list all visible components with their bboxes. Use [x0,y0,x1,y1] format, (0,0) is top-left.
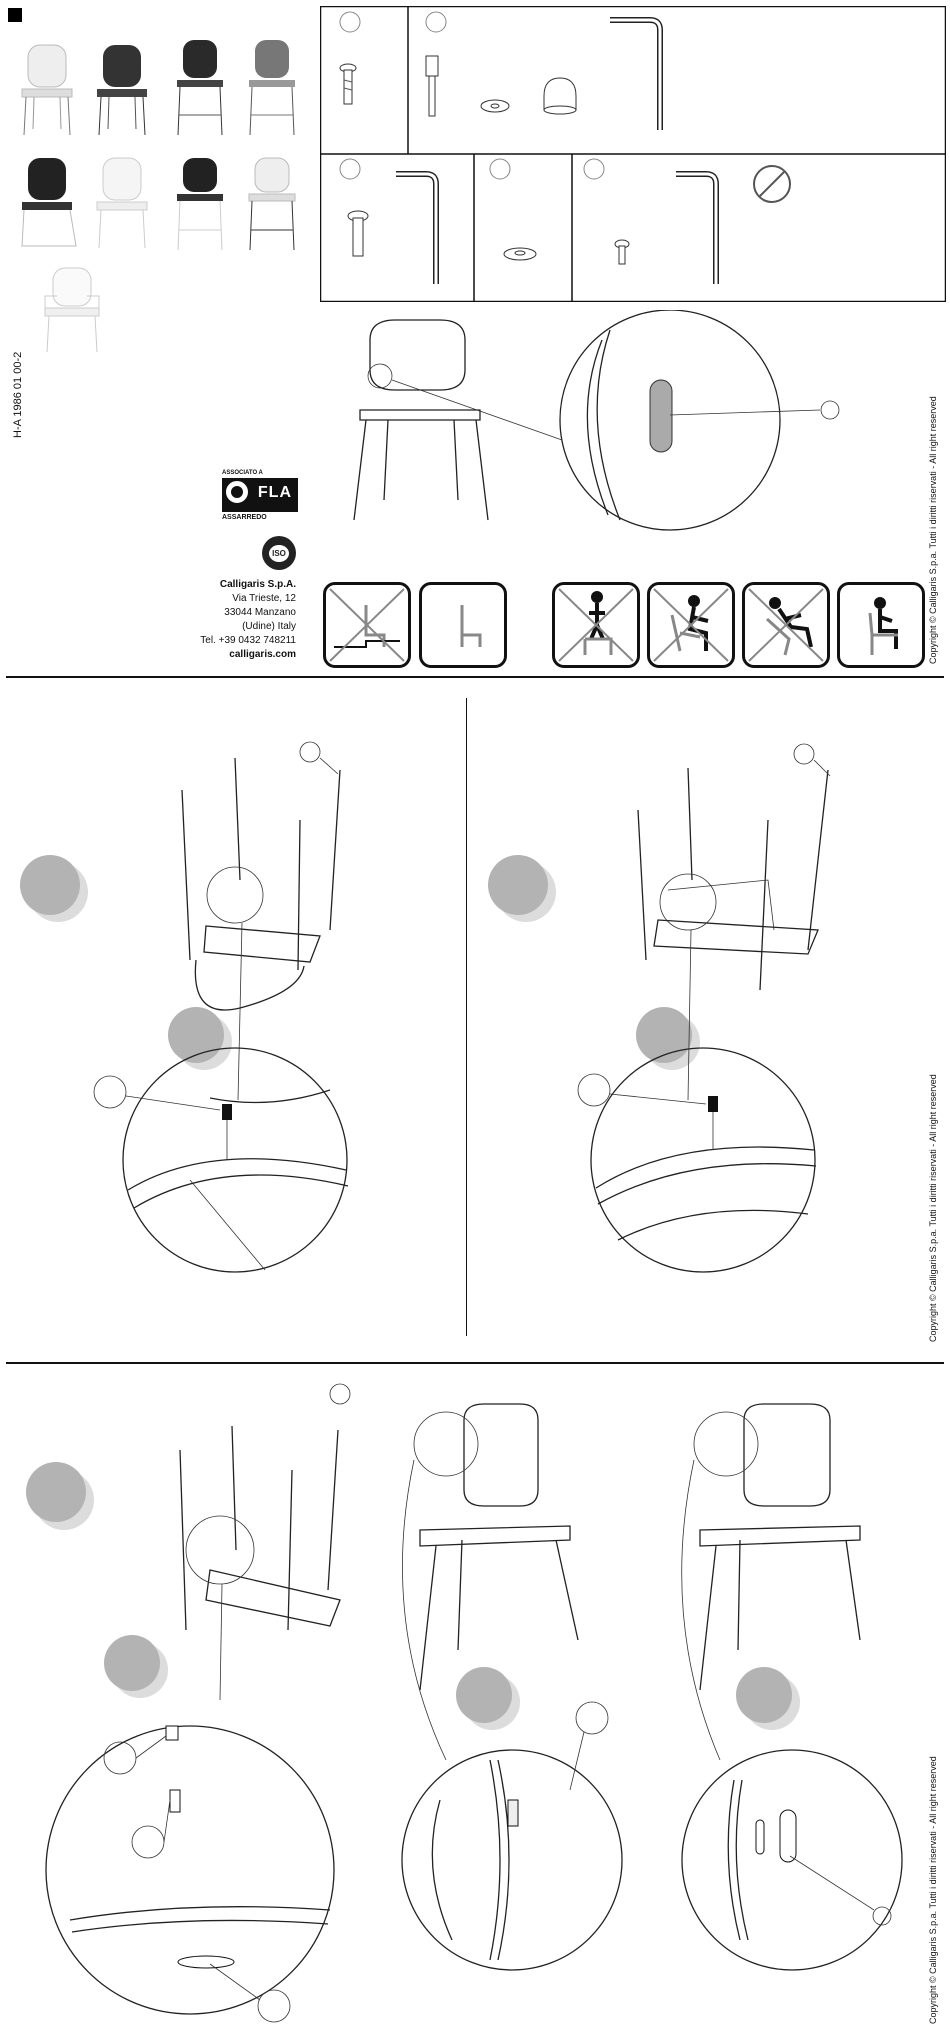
spacer-part-icon [503,247,537,261]
iso-seal-icon: ISO [262,536,296,570]
company-address-1: Via Trieste, 12 [232,593,296,604]
warning-picto-no-standing [552,582,640,668]
section-divider [6,676,944,678]
picto-correct-sitting [837,582,925,668]
picto-floor-ok [419,582,507,668]
quantity-badge-icon [339,11,605,180]
small-screw-part-icon [614,239,630,265]
copyright-notice: Copyright © Calligaris S.p.a. Tutti i di… [928,396,938,664]
chair-variants [21,40,296,353]
cap-nut-part-icon [543,77,577,115]
company-name: Calligaris S.p.A. [219,579,296,590]
step-third-illustration [26,1383,351,2023]
association-label: ASSOCIATO A [222,470,263,476]
chair-variant-light [21,44,73,136]
chair-variant-stool-dark [177,40,223,136]
step-right-illustration [488,743,831,1273]
parts-list [320,6,946,302]
back-detail-illustration [353,310,840,531]
corner-marker [8,8,22,22]
allen-key-small-icon [676,171,719,284]
washer-part-icon [480,99,510,113]
copyright-notice: Copyright © Calligaris S.p.a. Tutti i di… [928,1756,938,2024]
chair-variant-stool-grey [249,40,295,136]
step-fourth-illustration [401,1403,623,1971]
chair-variant-stool-light [248,157,296,251]
allen-key-large-icon [396,171,439,284]
allen-key-icon [610,17,663,130]
column-divider [466,698,467,1336]
company-phone: Tel. +39 0432 748211 [200,635,296,646]
company-website: calligaris.com [229,649,296,660]
document-code: H-A 1986 01 00-2 [12,351,24,438]
chair-variant-armchair [44,267,100,353]
assarredo-text: ASSARREDO [222,514,267,521]
no-tool-icon [753,165,791,203]
step-fifth-illustration [681,1403,903,1971]
countersunk-screw-part-icon [347,210,369,257]
warning-picto-no-floor [323,582,411,668]
chair-variant-stool-white-legs [177,158,223,251]
step-left-illustration [20,741,349,1273]
bolt-part-icon [425,55,439,117]
warning-picto-no-leaning [647,582,735,668]
section-divider [6,1362,944,1364]
warning-picto-no-tilting [742,582,830,668]
screw-part-icon [339,63,357,105]
fla-logo-text: FLA [257,484,292,501]
chair-variant-dark [97,45,147,136]
company-info: Calligaris S.p.A. Via Trieste, 12 33044 … [160,578,296,662]
association-logo: ASSOCIATO A FLA ASSARREDO [222,470,298,528]
company-address-3: (Udine) Italy [242,621,296,632]
company-address-2: 33044 Manzano [224,607,296,618]
copyright-notice: Copyright © Calligaris S.p.a. Tutti i di… [928,1074,938,1342]
chair-variant-sled-dark [21,158,77,247]
iso-text: ISO [269,544,289,562]
chair-variant-white [96,157,148,249]
fla-ring-icon [226,481,248,503]
